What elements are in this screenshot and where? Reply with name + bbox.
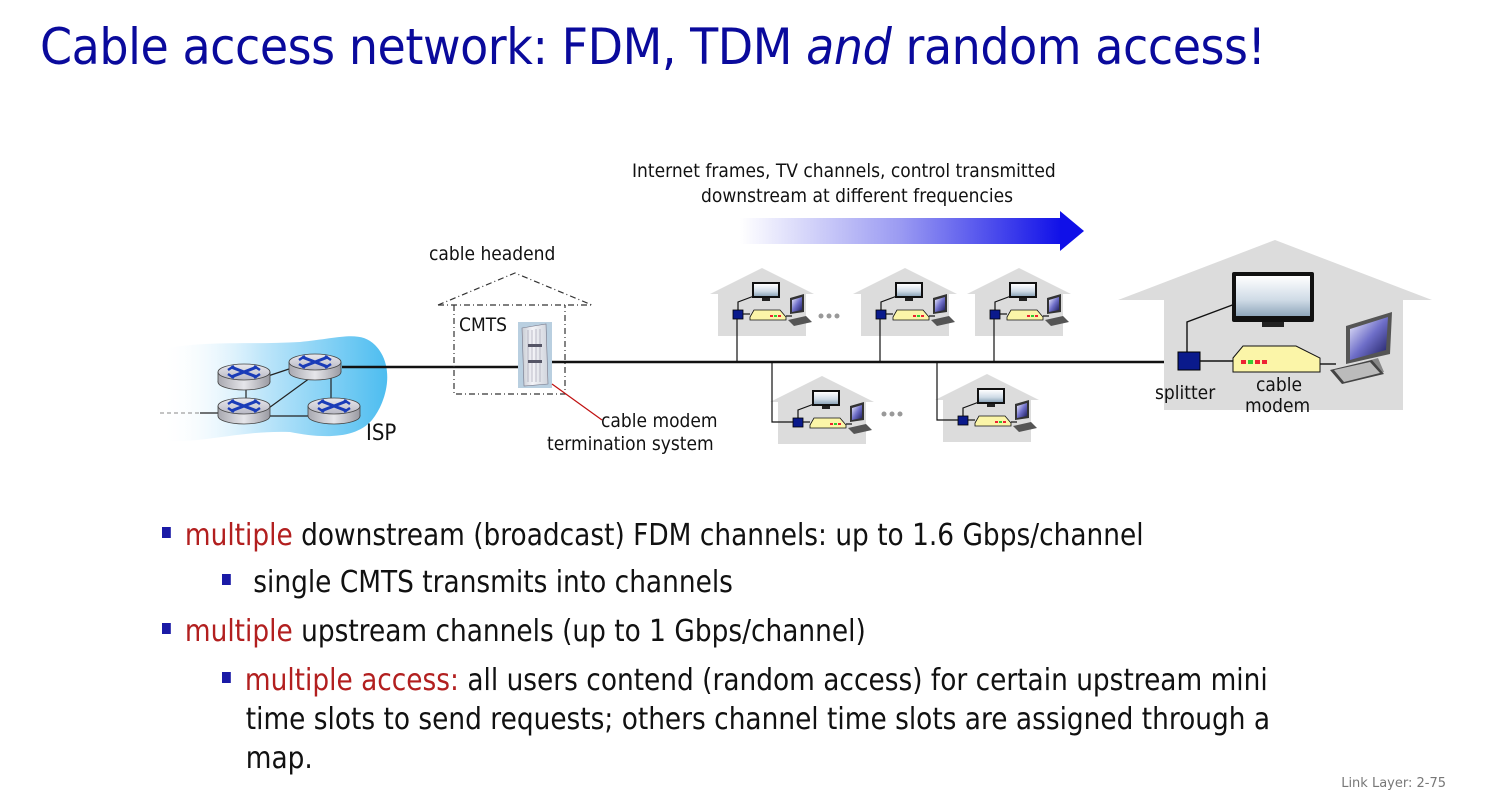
computer-icon: [1330, 312, 1392, 384]
bullet-square-icon: [162, 527, 171, 538]
bullet-item: multiple upstream channels (up to 1 Gbps…: [162, 614, 866, 649]
cable-modem-label-line1: cable: [1256, 374, 1303, 396]
home-icon: [934, 373, 1040, 443]
bullet-highlight: multiple: [184, 614, 293, 649]
headend-house-outline: [437, 272, 593, 395]
router-icon: [216, 396, 272, 426]
home-icon: [769, 375, 875, 445]
slide-footer: Link Layer: 2-75: [1341, 776, 1446, 791]
isp-cloud: [160, 336, 388, 442]
bullet-continuation: time slots to send requests; others chan…: [245, 702, 1271, 737]
cable-network-diagram: Internet frames, TV channels, control tr…: [160, 160, 1432, 455]
title-italic-text: and: [806, 18, 892, 76]
bullet-text: upstream channels (up to 1 Gbps/channel): [292, 614, 866, 649]
isp-label: ISP: [366, 421, 397, 446]
home-icon: [966, 267, 1072, 337]
arrow-caption-line1: Internet frames, TV channels, control tr…: [632, 160, 1056, 182]
cable-headend-label: cable headend: [429, 243, 556, 265]
arrow-caption-line2: downstream at different frequencies: [701, 185, 1014, 207]
bullet-text: downstream (broadcast) FDM channels: up …: [292, 518, 1144, 553]
splitter-icon: [1177, 351, 1201, 371]
sub-bullet-item: multiple access: all users contend (rand…: [222, 661, 1270, 778]
bullet-continuation: map.: [245, 741, 313, 776]
bullet-text: single CMTS transmits into channels: [244, 565, 733, 600]
bullet-text: all users contend (random access) for ce…: [458, 663, 1268, 698]
home-icon: [852, 267, 958, 337]
more-homes-ellipsis: [818, 313, 903, 417]
router-icon: [216, 362, 272, 392]
router-icon: [306, 396, 362, 426]
bullet-highlight: multiple: [184, 518, 293, 553]
cable-modem-icon: [1232, 345, 1321, 373]
title-text-2: random access!: [891, 18, 1266, 76]
cmts-icon: [518, 322, 552, 388]
bullet-item: multiple downstream (broadcast) FDM chan…: [162, 518, 1144, 553]
bullet-square-icon: [222, 672, 231, 683]
diagram-canvas: [160, 211, 1432, 445]
cmts-description-line1: cable modem: [601, 410, 718, 432]
cmts-description-line2: termination system: [547, 433, 714, 455]
cmts-leader-line: [551, 383, 603, 421]
bullet-highlight: multiple access:: [244, 663, 459, 698]
cable-modem-label-line2: modem: [1245, 395, 1311, 417]
bullet-square-icon: [162, 623, 171, 634]
sub-bullet-item: single CMTS transmits into channels: [222, 563, 733, 602]
router-icon: [287, 352, 343, 382]
subscriber-home: [1118, 240, 1432, 410]
home-icon: [709, 267, 815, 337]
cmts-label: CMTS: [459, 314, 507, 336]
bullet-square-icon: [222, 574, 231, 585]
title-text-1: Cable access network: FDM, TDM: [40, 18, 807, 76]
splitter-label: splitter: [1155, 382, 1216, 404]
tv-icon: [1232, 272, 1314, 327]
downstream-arrow: [740, 211, 1084, 251]
slide-title: Cable access network: FDM, TDM and rando…: [40, 18, 1266, 76]
